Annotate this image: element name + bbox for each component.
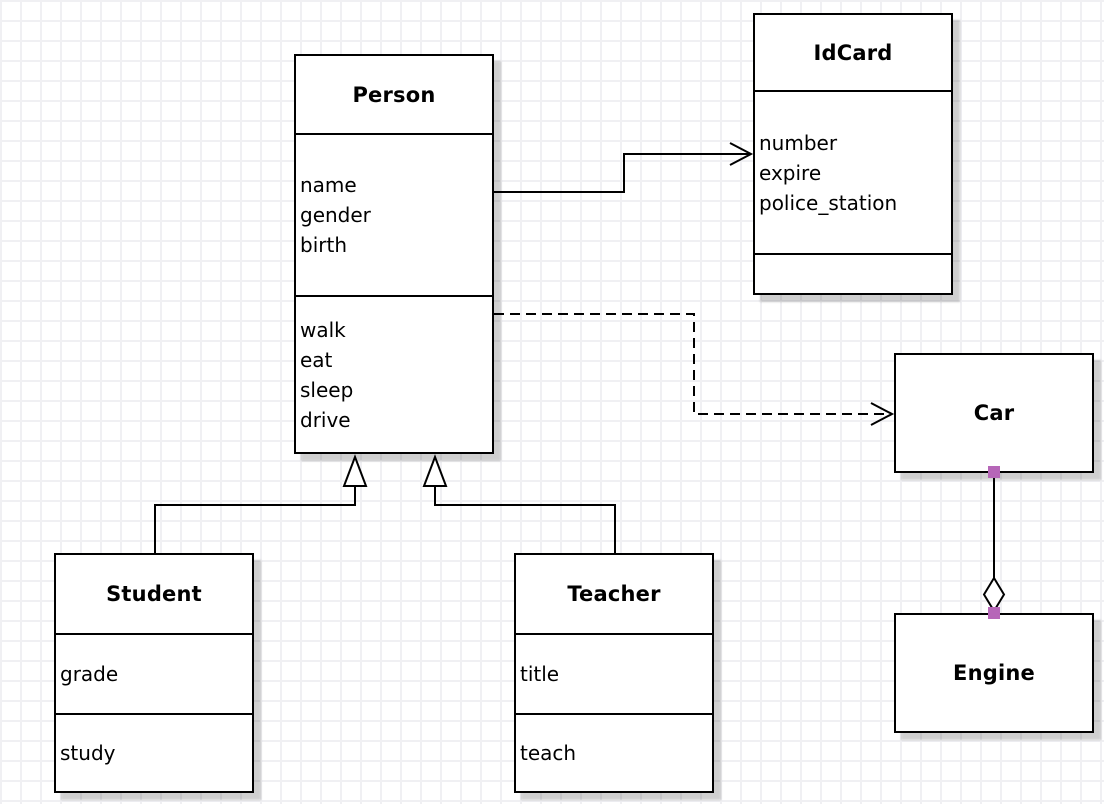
class-student-title: Student bbox=[106, 582, 202, 606]
class-person-methods: walk eat sleep drive bbox=[296, 295, 492, 452]
edge-generalization-teacher-person[interactable] bbox=[434, 486, 616, 553]
attribute: number bbox=[759, 130, 838, 155]
class-student[interactable]: Student grade study bbox=[54, 553, 254, 793]
class-idcard-title: IdCard bbox=[813, 40, 893, 65]
class-engine-title: Engine bbox=[953, 661, 1035, 685]
method: teach bbox=[520, 741, 577, 765]
class-teacher-methods: teach bbox=[516, 713, 712, 791]
class-person-title: Person bbox=[352, 82, 436, 107]
method: sleep bbox=[300, 377, 354, 402]
class-idcard-methods bbox=[755, 253, 951, 293]
edge-dependency-person-car[interactable] bbox=[494, 313, 888, 415]
attribute: birth bbox=[300, 233, 347, 257]
association-open-arrowhead-icon bbox=[729, 142, 754, 166]
endpoint-handle-engine[interactable] bbox=[988, 607, 1000, 619]
aggregation-diamond-icon bbox=[982, 576, 1006, 613]
dependency-open-arrowhead-icon bbox=[870, 402, 895, 426]
class-engine[interactable]: Engine bbox=[894, 613, 1094, 733]
class-student-attributes: grade bbox=[56, 633, 252, 713]
method: study bbox=[60, 741, 116, 765]
class-person[interactable]: Person name gender birth walk eat sleep … bbox=[294, 54, 494, 454]
attribute: police_station bbox=[759, 190, 898, 215]
class-person-attributes: name gender birth bbox=[296, 133, 492, 295]
class-car[interactable]: Car bbox=[894, 353, 1094, 473]
class-teacher-title: Teacher bbox=[567, 582, 661, 606]
attribute: gender bbox=[300, 203, 371, 227]
method: eat bbox=[300, 347, 333, 372]
attribute: name bbox=[300, 173, 357, 197]
class-teacher[interactable]: Teacher title teach bbox=[514, 553, 714, 793]
class-idcard[interactable]: IdCard number expire police_station bbox=[753, 13, 953, 295]
class-idcard-attributes: number expire police_station bbox=[755, 90, 951, 253]
class-student-methods: study bbox=[56, 713, 252, 791]
generalization-triangle-icon bbox=[422, 454, 448, 487]
attribute: title bbox=[520, 662, 560, 686]
generalization-triangle-icon bbox=[342, 454, 368, 487]
attribute: grade bbox=[60, 662, 119, 686]
class-teacher-attributes: title bbox=[516, 633, 712, 713]
method: walk bbox=[300, 317, 346, 342]
method: drive bbox=[300, 407, 351, 432]
class-car-title: Car bbox=[973, 401, 1015, 425]
edge-generalization-student-person[interactable] bbox=[154, 486, 356, 553]
endpoint-handle-car[interactable] bbox=[988, 466, 1000, 478]
edge-association-person-idcard[interactable] bbox=[494, 153, 750, 193]
attribute: expire bbox=[759, 160, 822, 185]
